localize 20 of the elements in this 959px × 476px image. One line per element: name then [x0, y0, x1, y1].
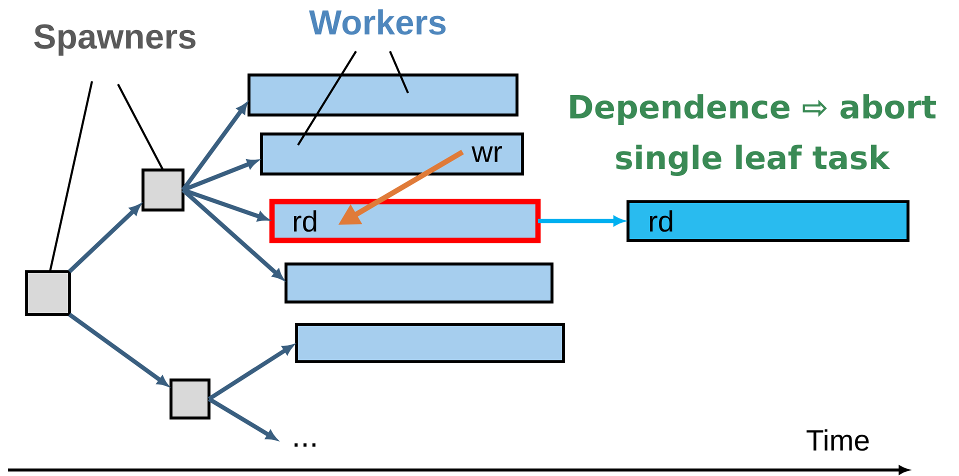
arrow [208, 397, 277, 440]
heading-label: Spawners [34, 24, 196, 56]
leader-line [48, 81, 94, 272]
leader-line [297, 50, 357, 146]
worker-bar: wr [260, 132, 524, 176]
worker-bar [295, 323, 565, 363]
heading-label: Workers [309, 9, 446, 35]
worker-bar [284, 262, 554, 304]
spawner-box [142, 168, 184, 212]
axis-label: Time [806, 429, 869, 451]
spawner-box [170, 378, 210, 420]
note-text: Dependence ⇨ abort single leaf task [570, 94, 936, 176]
arrow [68, 204, 140, 274]
leader-line [117, 84, 164, 170]
ellipsis: ... [294, 443, 316, 447]
aborted-worker-bar: rd [626, 200, 910, 242]
spawner-box [25, 270, 71, 316]
leader-line [389, 50, 409, 94]
worker-bar [248, 74, 518, 116]
highlighted-worker-bar: rd [269, 198, 541, 244]
